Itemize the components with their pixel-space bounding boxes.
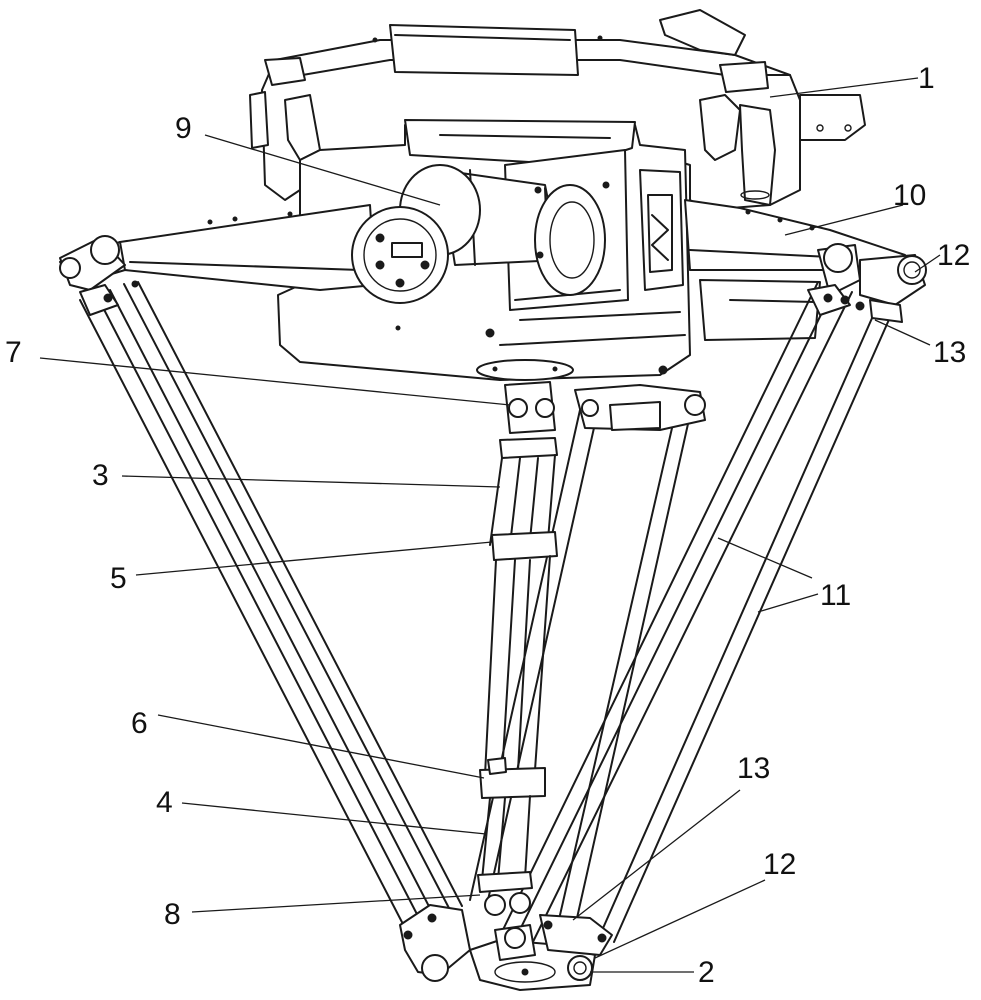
label-13-lower: 13 [737, 752, 770, 785]
label-5: 5 [110, 562, 127, 595]
label-12-lower: 12 [763, 848, 796, 881]
label-8: 8 [164, 898, 181, 931]
label-3: 3 [92, 459, 109, 492]
label-7: 7 [5, 336, 22, 369]
rear-passive-rods [469, 384, 706, 919]
part-labels: 1 2 3 4 5 6 7 8 9 10 11 12 12 13 13 [5, 62, 970, 989]
label-4: 4 [156, 786, 173, 819]
label-12-upper: 12 [937, 239, 970, 272]
moving-platform [399, 904, 613, 991]
label-11: 11 [820, 579, 851, 612]
left-passive-rods [59, 235, 463, 929]
right-passive-rods-front [497, 243, 861, 953]
right-passive-rods-back [599, 254, 927, 943]
telescopic-shaft [476, 359, 574, 916]
label-6: 6 [131, 707, 148, 740]
label-10: 10 [893, 179, 926, 212]
label-2: 2 [698, 956, 715, 989]
label-1: 1 [918, 62, 935, 95]
left-active-arm [59, 204, 449, 331]
label-13-upper: 13 [933, 336, 966, 369]
label-9: 9 [175, 112, 192, 145]
leader-lines [39, 77, 941, 973]
